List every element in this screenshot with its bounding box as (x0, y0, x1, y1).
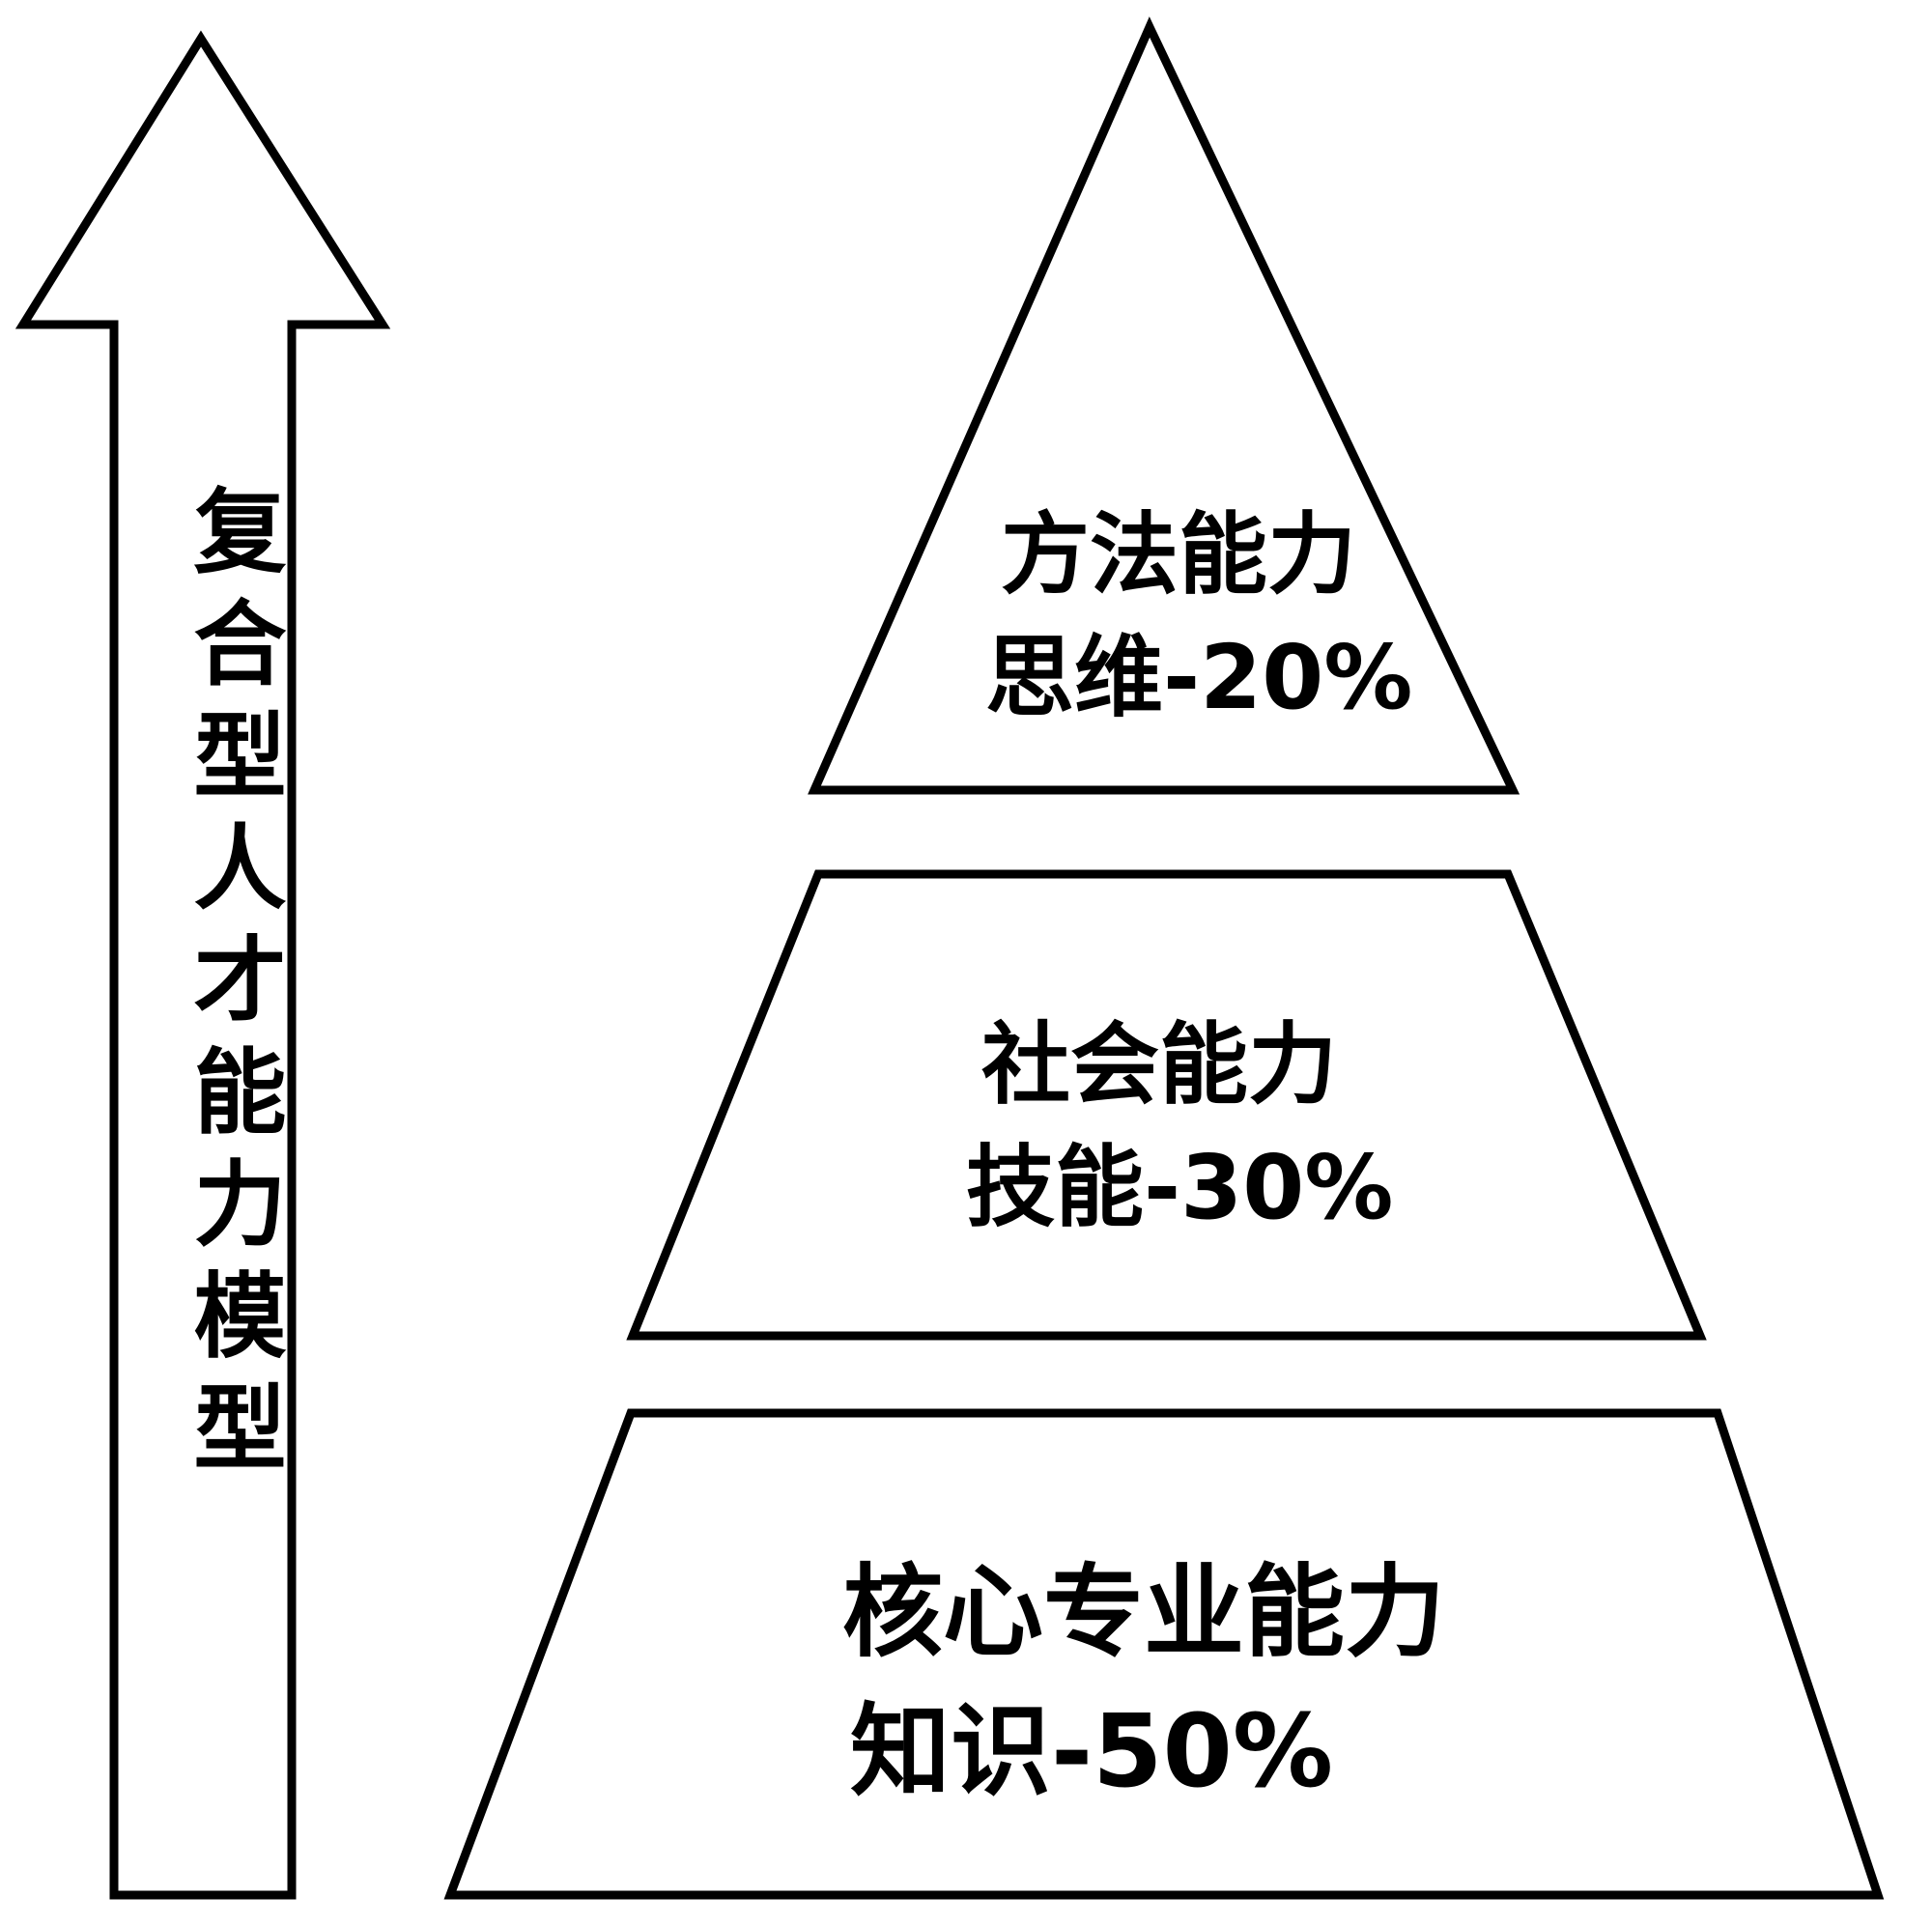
pyramid-tier-middle-label-group: 社会能力 技能-30% (966, 1005, 1393, 1250)
pyramid-tier-base-label-group: 核心专业能力 知识-50% (842, 1543, 1445, 1821)
tier-top-subtitle: 思维-20% (985, 625, 1413, 729)
pyramid-tier-middle-shape[interactable] (626, 869, 1707, 1341)
tier-middle-subtitle: 技能-30% (966, 1135, 1394, 1239)
up-arrow-icon (14, 30, 391, 1900)
tier-middle-title: 社会能力 (981, 1013, 1338, 1117)
tier-base-subtitle: 知识-50% (850, 1691, 1334, 1810)
arrow-vertical-label: 复合型人才能力模型 (178, 483, 286, 1491)
pyramid-tier-base-shape[interactable] (443, 1408, 1885, 1900)
tier-base-title: 核心专业能力 (842, 1553, 1446, 1671)
pyramid-tier-top-shape[interactable] (808, 16, 1520, 795)
tier-top-title: 方法能力 (1001, 503, 1357, 607)
pyramid-tier-top-label-group: 方法能力 思维-20% (985, 495, 1412, 740)
